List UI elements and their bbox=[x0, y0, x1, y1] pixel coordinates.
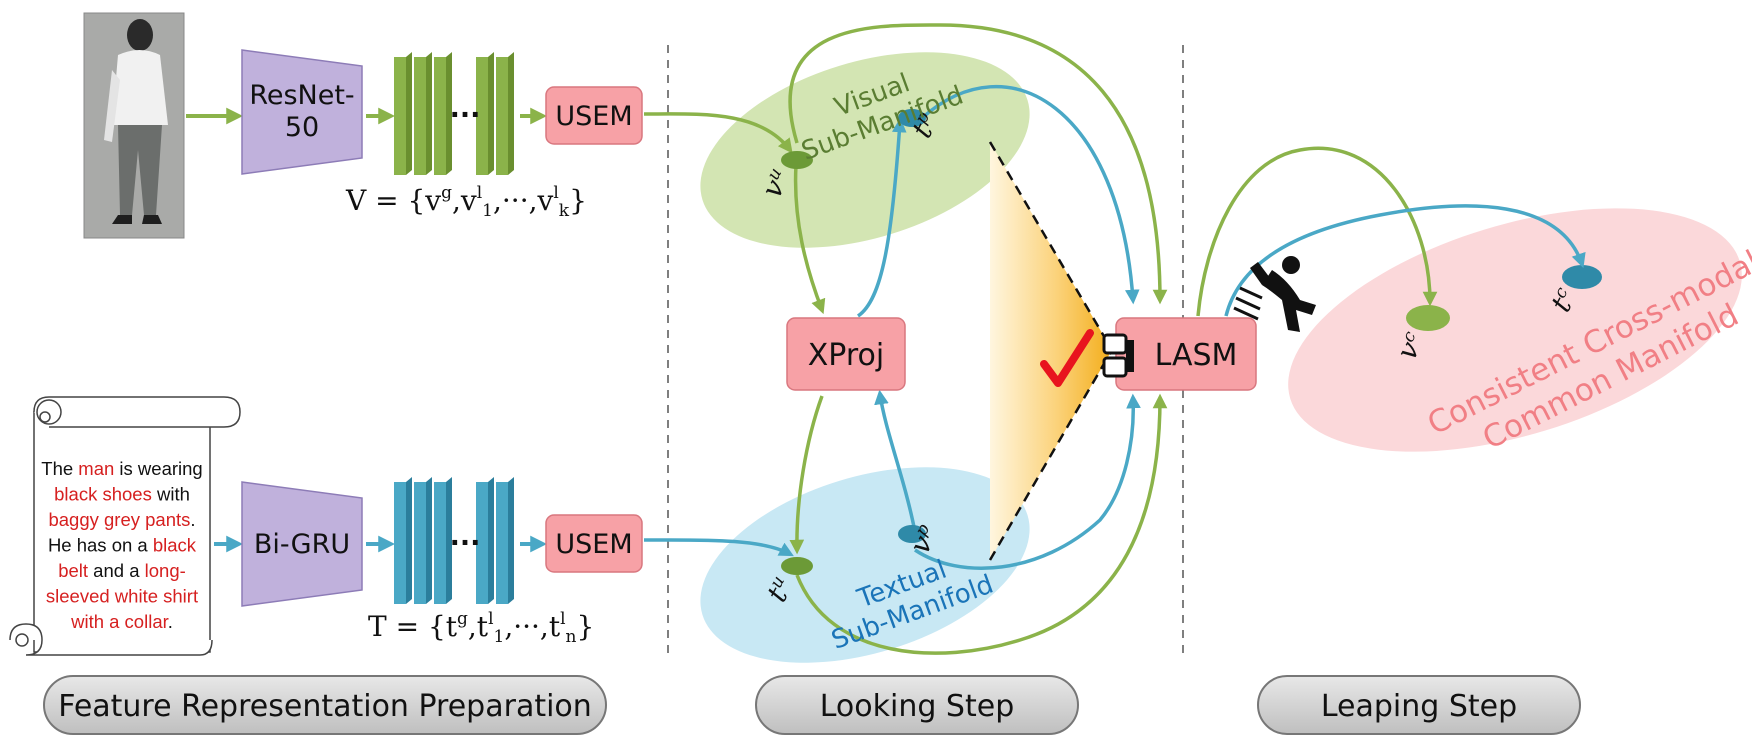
feature-bar-side bbox=[488, 52, 494, 175]
section-feature-label: Feature Representation Preparation bbox=[58, 689, 592, 724]
section-feature-button[interactable] bbox=[43, 675, 607, 735]
visual-usem-box bbox=[545, 86, 643, 145]
feature-bar-side bbox=[446, 477, 452, 604]
visual-usem-label: USEM bbox=[555, 101, 632, 132]
textual-sub-manifold bbox=[700, 467, 1030, 663]
feature-bar-side bbox=[488, 477, 494, 604]
feature-bar-side bbox=[406, 477, 412, 604]
description-line: baggy grey pants. bbox=[48, 509, 195, 530]
binoculars-icon bbox=[1102, 333, 1134, 378]
description-line: belt and a long- bbox=[58, 560, 186, 581]
arrow-tu-to-lasm bbox=[795, 393, 1168, 655]
section-looking-label: Looking Step bbox=[820, 689, 1015, 724]
textual-feature-set: T = {tg,tl1,···,tln} bbox=[368, 609, 594, 647]
text-description: The man is wearing black shoes with baggy … bbox=[41, 458, 202, 632]
feature-bar bbox=[414, 482, 426, 604]
feature-bar-side bbox=[508, 477, 514, 604]
pedestrian-photo bbox=[83, 12, 185, 239]
point-tc bbox=[1562, 265, 1602, 289]
feature-bar-side bbox=[426, 477, 432, 604]
section-leaping-button[interactable] bbox=[1257, 675, 1581, 735]
description-line: He has on a black bbox=[48, 535, 197, 556]
feature-bar bbox=[476, 57, 488, 175]
arrow-vp-to-xproj bbox=[874, 389, 917, 533]
textual-usem-box bbox=[545, 514, 643, 573]
feature-bar-side bbox=[406, 52, 412, 175]
feature-bar bbox=[434, 57, 446, 175]
cone-edge bbox=[988, 141, 1114, 351]
description-line: with a collar. bbox=[70, 611, 173, 632]
point-vu bbox=[781, 151, 813, 169]
arrow-vu-to-xproj bbox=[793, 164, 826, 315]
textual-feature-dots: ··· bbox=[450, 528, 481, 559]
feature-bar-side bbox=[426, 52, 432, 175]
bigru-block bbox=[241, 481, 363, 607]
bigru-label: Bi-GRU bbox=[254, 529, 350, 560]
arrow-lasm-to-vc bbox=[1196, 146, 1438, 317]
arrow-xproj-to-tu bbox=[789, 395, 824, 555]
section-looking-button[interactable] bbox=[755, 675, 1079, 735]
resnet-label-1: ResNet- bbox=[249, 80, 354, 111]
textual-usem-label: USEM bbox=[555, 529, 632, 560]
resnet-block bbox=[241, 49, 363, 175]
feature-bar bbox=[394, 57, 406, 175]
arrow-tp-to-lasm bbox=[920, 84, 1140, 305]
description-line: The man is wearing bbox=[41, 458, 202, 479]
section-leaping-label: Leaping Step bbox=[1321, 689, 1517, 724]
leaping-person-icon bbox=[1233, 256, 1316, 332]
resnet-label-2: 50 bbox=[285, 112, 319, 143]
cone-edge bbox=[988, 349, 1114, 561]
description-line: sleeved white shirt bbox=[46, 586, 198, 607]
check-icon bbox=[1040, 329, 1094, 387]
point-vc bbox=[1406, 305, 1450, 331]
common-manifold bbox=[1288, 208, 1742, 452]
arrow-usem-to-tu bbox=[643, 538, 794, 557]
arrow-vu-to-lasm bbox=[788, 23, 1168, 305]
arrow-xproj-to-tp bbox=[856, 117, 907, 318]
visual-feature-dots: ··· bbox=[450, 100, 481, 131]
alignment-cone bbox=[990, 142, 1112, 560]
visual-feature-set: V = {vg,vl1,···,vlk} bbox=[345, 183, 587, 221]
point-tp bbox=[898, 109, 926, 127]
arrow-vp-to-lasm bbox=[914, 393, 1141, 570]
point-vp bbox=[898, 525, 926, 543]
feature-bar bbox=[476, 482, 488, 604]
description-line: black shoes with bbox=[54, 484, 190, 505]
xproj-box bbox=[786, 317, 906, 391]
visual-feature-bars bbox=[394, 52, 514, 175]
arrow-usem-to-vu bbox=[643, 112, 793, 154]
xproj-label: XProj bbox=[808, 338, 884, 373]
point-tu bbox=[781, 557, 813, 575]
feature-bar bbox=[434, 482, 446, 604]
feature-bar bbox=[414, 57, 426, 175]
lasm-label: LASM bbox=[1155, 338, 1238, 373]
feature-bar bbox=[394, 482, 406, 604]
feature-bar bbox=[496, 57, 508, 175]
feature-bar-side bbox=[508, 52, 514, 175]
feature-bar bbox=[496, 482, 508, 604]
text-scroll bbox=[9, 396, 241, 656]
textual-feature-bars bbox=[394, 477, 514, 604]
feature-bar-side bbox=[446, 52, 452, 175]
